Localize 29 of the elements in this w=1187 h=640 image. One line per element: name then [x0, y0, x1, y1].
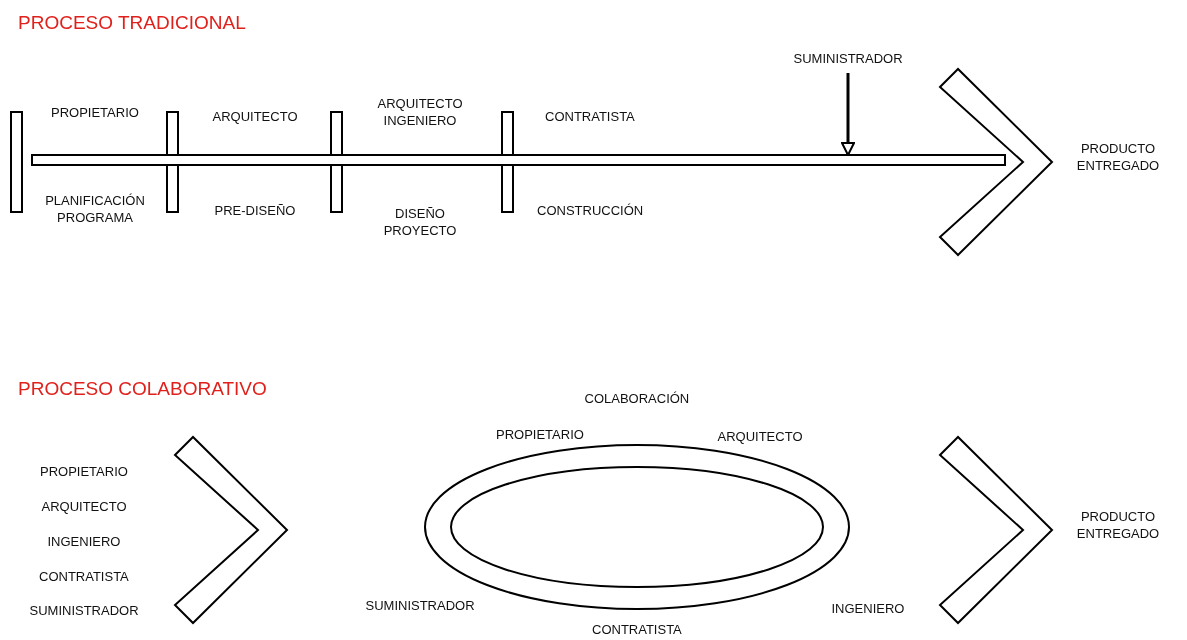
text-label: CONTRATISTA — [592, 621, 682, 638]
text-label: INGENIERO — [831, 600, 905, 617]
text-label: SUMINISTRADOR — [29, 602, 139, 619]
chevron — [938, 435, 1054, 625]
arrow — [841, 73, 855, 156]
section-heading: PROCESO COLABORATIVO — [18, 378, 267, 400]
text-label: ARQUITECTO INGENIERO — [376, 95, 464, 129]
text-label: ARQUITECTO — [212, 108, 298, 125]
text-label: PRODUCTO ENTREGADO — [1075, 140, 1161, 174]
section-heading: PROCESO TRADICIONAL — [18, 12, 246, 34]
text-label: PROPIETARIO — [40, 463, 128, 480]
text-label: CONTRATISTA — [39, 568, 129, 585]
timeline-bar — [31, 154, 1006, 166]
text-label: INGENIERO — [47, 533, 121, 550]
text-label: PROPIETARIO — [496, 426, 584, 443]
chevron — [173, 435, 289, 625]
chevron — [938, 67, 1054, 257]
supplier-label: SUMINISTRADOR — [793, 50, 903, 67]
text-label: CONSTRUCCIÓN — [537, 202, 644, 219]
text-label: COLABORACIÓN — [584, 390, 690, 407]
text-label: CONTRATISTA — [545, 108, 635, 125]
text-label: PRODUCTO ENTREGADO — [1075, 508, 1161, 542]
text-label: PRE-DISEÑO — [214, 202, 296, 219]
text-label: DISEÑO PROYECTO — [382, 205, 458, 239]
text-label: ARQUITECTO — [41, 498, 127, 515]
text-label: PLANIFICACIÓN PROGRAMA — [44, 192, 146, 226]
text-label: ARQUITECTO — [717, 428, 803, 445]
text-label: SUMINISTRADOR — [365, 597, 475, 614]
text-label: PROPIETARIO — [51, 104, 139, 121]
